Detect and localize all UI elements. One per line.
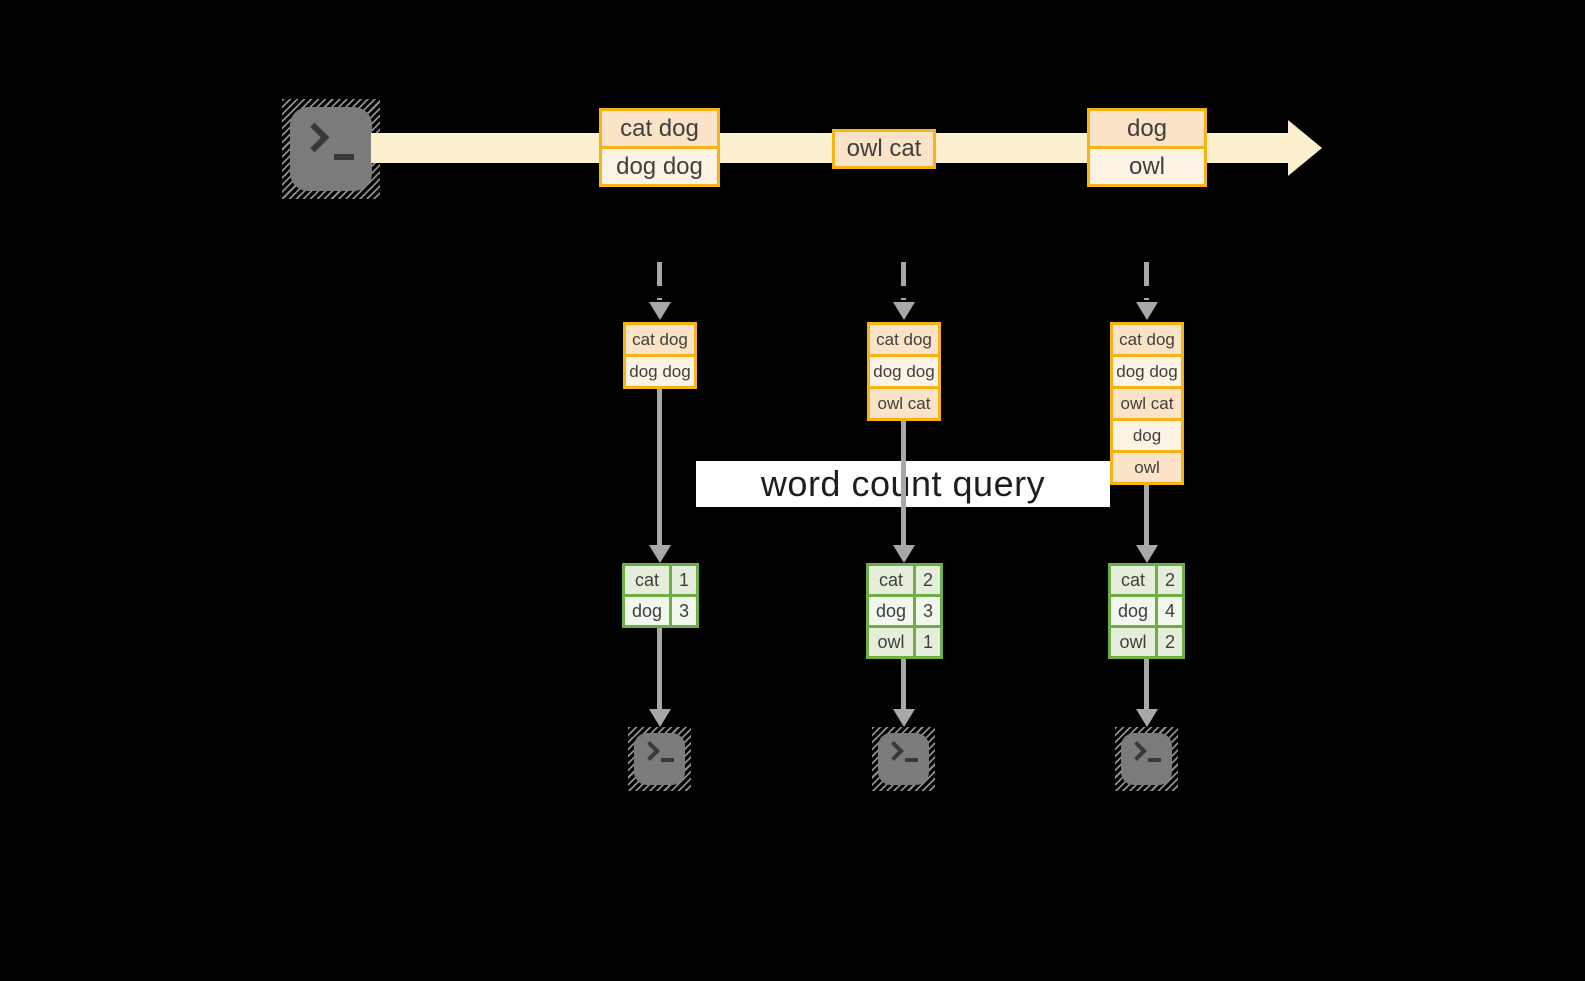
count-cell: 2	[1155, 628, 1182, 656]
output-arrow-head-icon	[649, 709, 671, 727]
count-table-3: cat 2 dog 4 owl 2	[1108, 563, 1185, 659]
table-row: dog 4	[1111, 594, 1182, 625]
prompt-underscore-icon	[661, 758, 674, 762]
word-cell: owl	[1111, 628, 1155, 656]
state-row: owl cat	[870, 386, 938, 418]
ingest-arrow-head-icon	[649, 302, 671, 320]
state-row: owl	[1113, 450, 1181, 482]
event-box-batch-2: owl cat	[832, 129, 936, 169]
event-label: owl	[1090, 146, 1204, 184]
event-label: dog dog	[602, 146, 717, 184]
word-cell: dog	[625, 597, 669, 625]
output-arrow-line	[657, 628, 662, 709]
state-row: cat dog	[626, 325, 694, 354]
event-label: owl cat	[835, 132, 933, 166]
prompt-chevron-icon	[640, 741, 660, 761]
terminal-body	[1121, 733, 1172, 785]
query-arrow-head-icon	[893, 545, 915, 563]
count-cell: 4	[1155, 597, 1182, 625]
ingest-arrow-line	[657, 262, 662, 300]
word-cell: dog	[869, 597, 913, 625]
count-cell: 3	[913, 597, 940, 625]
state-row: dog dog	[1113, 354, 1181, 386]
word-cell: dog	[1111, 597, 1155, 625]
terminal-body	[634, 733, 685, 785]
event-label: dog	[1090, 111, 1204, 146]
stream-arrow-head-icon	[1288, 120, 1322, 176]
output-arrow-head-icon	[1136, 709, 1158, 727]
event-box-batch-3: dog owl	[1087, 108, 1207, 187]
word-cell: cat	[1111, 566, 1155, 594]
state-row: dog	[1113, 418, 1181, 450]
table-row: dog 3	[625, 594, 696, 625]
state-row: dog dog	[626, 354, 694, 386]
output-arrow-line	[901, 659, 906, 709]
terminal-body	[878, 733, 929, 785]
count-table-2: cat 2 dog 3 owl 1	[866, 563, 943, 659]
prompt-chevron-icon	[1127, 741, 1147, 761]
count-cell: 3	[669, 597, 696, 625]
ingest-arrow-line	[1144, 262, 1149, 300]
table-row: cat 2	[1111, 566, 1182, 594]
state-box-1: cat dog dog dog	[623, 322, 697, 389]
ingest-arrow-head-icon	[893, 302, 915, 320]
word-cell: cat	[869, 566, 913, 594]
count-cell: 1	[913, 628, 940, 656]
state-row: owl cat	[1113, 386, 1181, 418]
word-cell: cat	[625, 566, 669, 594]
prompt-underscore-icon	[334, 154, 354, 160]
query-arrow-line	[1144, 485, 1149, 545]
prompt-underscore-icon	[905, 758, 918, 762]
state-row: cat dog	[870, 325, 938, 354]
sink-terminal-icon	[1115, 727, 1178, 791]
table-row: cat 1	[625, 566, 696, 594]
table-row: owl 1	[869, 625, 940, 656]
word-cell: owl	[869, 628, 913, 656]
prompt-chevron-icon	[299, 122, 330, 153]
state-row: dog dog	[870, 354, 938, 386]
event-box-batch-1: cat dog dog dog	[599, 108, 720, 187]
sink-terminal-icon	[872, 727, 935, 791]
prompt-underscore-icon	[1148, 758, 1161, 762]
table-row: dog 3	[869, 594, 940, 625]
state-box-2: cat dog dog dog owl cat	[867, 322, 941, 421]
state-box-3: cat dog dog dog owl cat dog owl	[1110, 322, 1184, 485]
table-row: owl 2	[1111, 625, 1182, 656]
prompt-chevron-icon	[884, 741, 904, 761]
terminal-body	[290, 107, 372, 191]
query-arrow-line	[901, 421, 906, 545]
count-cell: 2	[1155, 566, 1182, 594]
query-arrow-head-icon	[649, 545, 671, 563]
count-cell: 1	[669, 566, 696, 594]
state-row: cat dog	[1113, 325, 1181, 354]
ingest-arrow-line	[901, 262, 906, 300]
event-label: cat dog	[602, 111, 717, 146]
count-table-1: cat 1 dog 3	[622, 563, 699, 628]
ingest-arrow-head-icon	[1136, 302, 1158, 320]
output-arrow-head-icon	[893, 709, 915, 727]
query-arrow-line	[657, 389, 662, 545]
sink-terminal-icon	[628, 727, 691, 791]
query-arrow-head-icon	[1136, 545, 1158, 563]
source-terminal-icon	[282, 99, 380, 199]
table-row: cat 2	[869, 566, 940, 594]
output-arrow-line	[1144, 659, 1149, 709]
count-cell: 2	[913, 566, 940, 594]
